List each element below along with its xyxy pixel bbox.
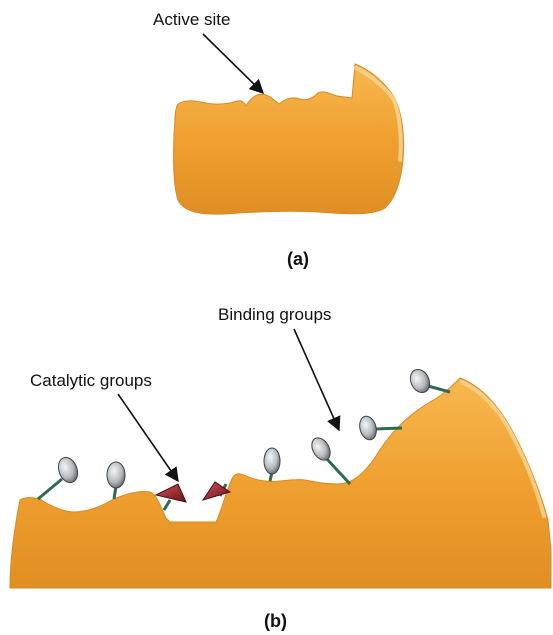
enzyme-shape-a — [173, 64, 403, 214]
binding-groups-label: Binding groups — [218, 305, 331, 324]
enzyme-shape-b — [10, 378, 551, 588]
binding-group-4 — [308, 435, 350, 484]
catalytic-groups-arrow — [118, 394, 178, 481]
panel-b-caption: (b) — [264, 611, 287, 631]
active-site-arrow — [203, 34, 263, 93]
binding-group-1 — [38, 455, 81, 499]
panel-b: Binding groups Catalytic groups — [10, 305, 551, 631]
panel-a: Active site (a) — [153, 10, 404, 269]
binding-group-6 — [407, 366, 450, 395]
panel-a-caption: (a) — [287, 249, 309, 269]
catalytic-groups-label: Catalytic groups — [30, 371, 152, 390]
binding-group-2 — [107, 462, 125, 499]
binding-groups-arrow — [294, 329, 339, 430]
active-site-label: Active site — [153, 10, 230, 29]
binding-group-3 — [264, 448, 280, 481]
